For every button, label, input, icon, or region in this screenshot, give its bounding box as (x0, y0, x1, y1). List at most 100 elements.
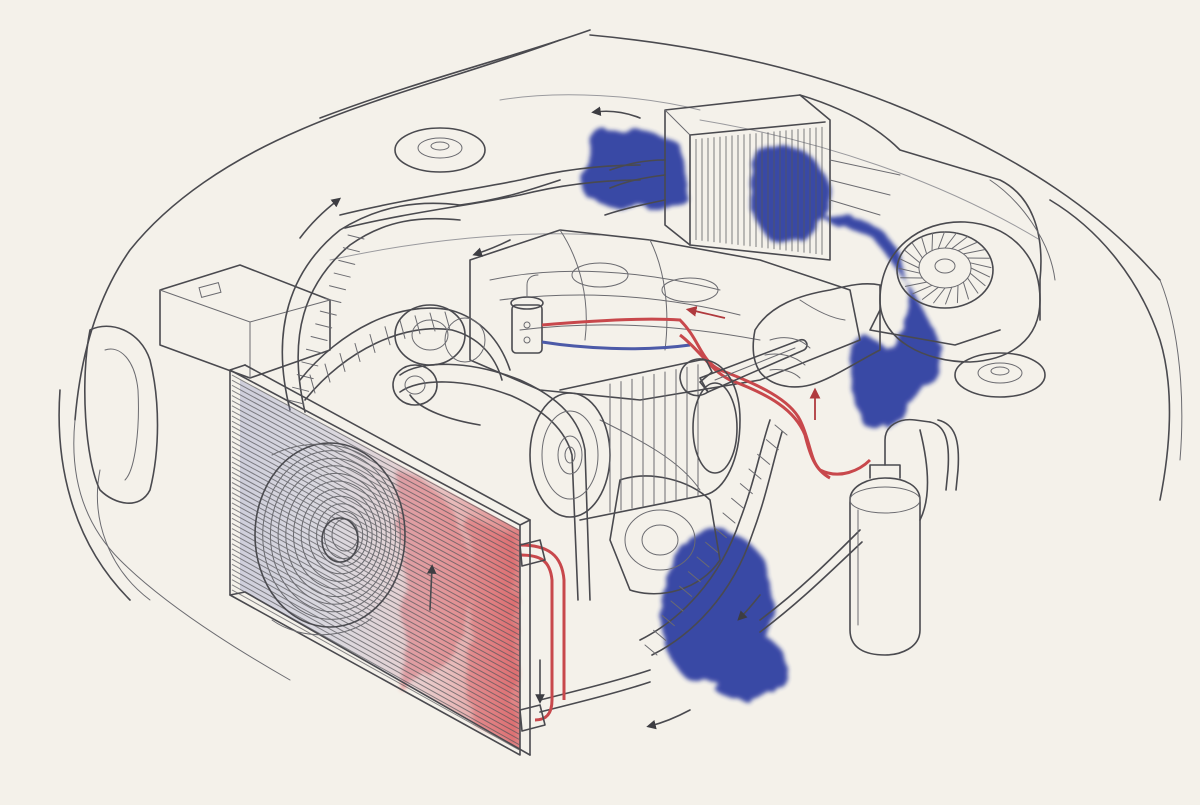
blower-blade (904, 281, 928, 287)
hose-rib (661, 615, 675, 627)
condenser-fin (231, 482, 520, 641)
blower-blade (969, 262, 992, 269)
condenser-fin (231, 384, 520, 542)
hose-rib (757, 453, 771, 465)
condenser-fin (231, 410, 520, 568)
hose-rib (705, 541, 719, 553)
condenser-fin (231, 456, 520, 615)
condenser-fin (231, 553, 520, 714)
hose-rib (324, 297, 342, 303)
hose-rib (309, 374, 316, 394)
blower-blade (931, 232, 934, 252)
hose-rib (315, 323, 333, 329)
flow-arrows (299, 106, 821, 730)
condenser-fin (231, 436, 520, 594)
wrench (679, 338, 808, 397)
condenser-fin (231, 568, 520, 730)
engine-block (469, 229, 861, 595)
blower-blade (967, 277, 979, 294)
condenser-fin (231, 395, 520, 552)
blower-blade (944, 232, 957, 249)
hose-rib (696, 556, 710, 568)
blower-blade (912, 284, 933, 295)
fan-hub (321, 517, 359, 563)
hose-rib (774, 424, 788, 436)
hose-rib (339, 352, 346, 372)
fan-shroud-line (271, 617, 373, 636)
blower-blade (962, 249, 986, 255)
hose-rib (354, 343, 361, 362)
condenser-fin (231, 461, 520, 620)
hose-rib (347, 234, 365, 240)
condenser-fin (231, 538, 520, 698)
fan-ring (262, 450, 401, 620)
condenser-fin (231, 430, 520, 589)
condenser-fin (231, 533, 520, 693)
hose-rib (765, 439, 779, 451)
hose-rib (292, 386, 310, 392)
blower-blade (969, 272, 986, 287)
hose-rib (644, 644, 658, 656)
blower-blade (962, 281, 969, 300)
condenser-fin (231, 589, 520, 751)
hose-rib (342, 247, 360, 253)
hose-rib (399, 319, 406, 339)
hose-rib (301, 361, 319, 367)
condenser-fin (231, 420, 520, 578)
hose-rib (653, 629, 667, 641)
fan-ring (254, 442, 406, 628)
hose-rib (338, 259, 356, 265)
hose-rib (319, 310, 337, 316)
condenser-fin (231, 415, 520, 573)
condenser-fin (231, 379, 520, 536)
ac-compressor (392, 304, 741, 521)
condenser-fin (231, 497, 520, 657)
fan-ring (323, 510, 364, 560)
condenser-fin (231, 507, 520, 667)
blower-blade (911, 242, 923, 259)
hose-rib (722, 512, 736, 524)
fan-ring (300, 488, 378, 582)
blower-blade (951, 236, 969, 250)
condenser-fin (231, 517, 520, 678)
condenser-fin (231, 558, 520, 719)
cooling-fan (254, 442, 406, 636)
hose-rib (369, 334, 376, 354)
cold-wash (581, 126, 941, 699)
blower-blade (904, 249, 921, 264)
blower-blade (921, 236, 928, 255)
condenser-fin (231, 390, 520, 547)
condenser-fin (231, 579, 520, 740)
blower-blade (957, 241, 978, 252)
fan-ring (285, 472, 387, 598)
condenser-fin (231, 425, 520, 583)
expansion-valve (510, 274, 544, 354)
hose-rib (384, 326, 391, 346)
condenser-fin (231, 471, 520, 630)
condenser-fin (231, 451, 520, 610)
hose-rib (429, 312, 436, 332)
hose-rib (305, 348, 323, 354)
blower-blade (937, 231, 945, 250)
blower-blade (933, 287, 946, 304)
hose-rib (748, 468, 762, 480)
fan-ring (293, 480, 382, 590)
blower-blade (970, 267, 991, 278)
blower-blade (956, 284, 959, 304)
hose-rib (670, 600, 684, 612)
receiver-drier (849, 418, 960, 656)
hose-rib (329, 285, 347, 291)
hose-rib (324, 363, 331, 383)
fan-ring (308, 495, 373, 575)
blower-blade (921, 286, 939, 300)
fan-ring (277, 465, 392, 605)
hose-rib (287, 399, 305, 405)
fan-shroud-line (271, 443, 371, 461)
condenser-fin (231, 574, 520, 735)
hose-rib (731, 497, 745, 509)
condenser-fin (231, 512, 520, 672)
condenser-fin (231, 487, 520, 646)
condenser-fin (231, 543, 520, 704)
hose-rib (713, 527, 727, 539)
